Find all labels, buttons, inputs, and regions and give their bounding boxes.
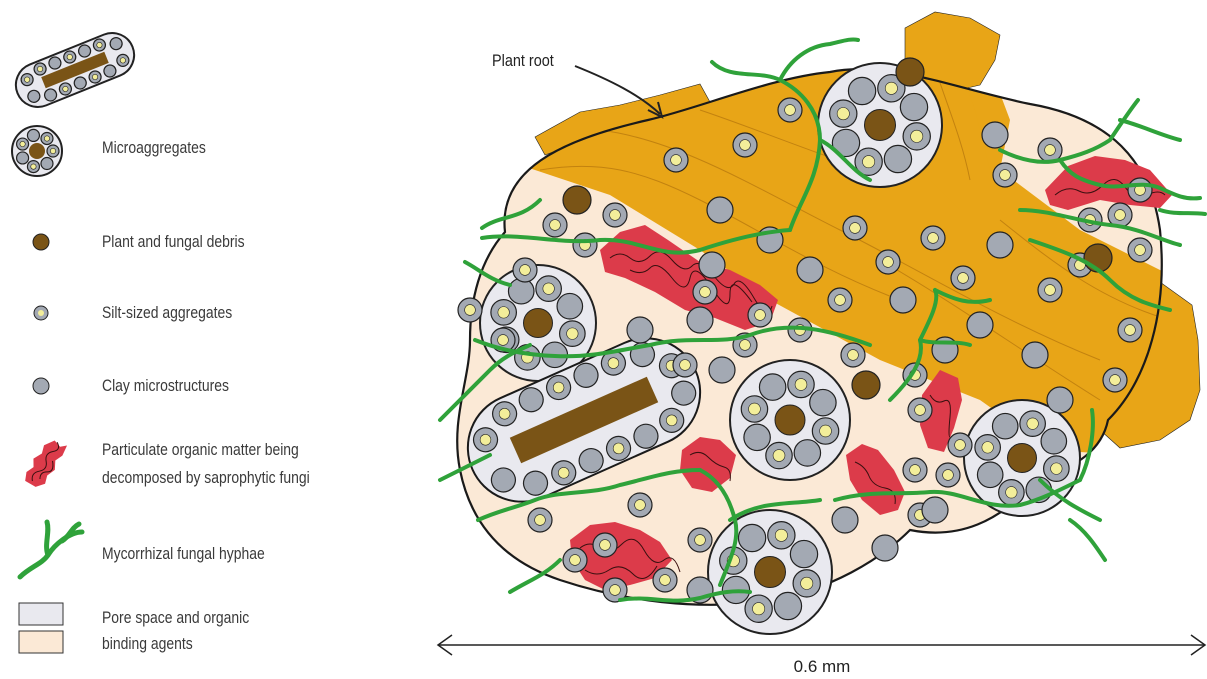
silt-particle	[793, 570, 820, 597]
debris-particle	[896, 58, 924, 86]
clay-particle	[992, 413, 1018, 439]
clay-particle	[1041, 428, 1067, 454]
silt-particle	[560, 321, 586, 347]
clay-particle	[759, 374, 785, 400]
clay-particle	[794, 440, 820, 466]
silt-particle	[536, 276, 562, 302]
clay-particle	[848, 77, 875, 104]
silt-particle	[999, 480, 1025, 506]
silt-particle	[458, 298, 482, 322]
silt-particle	[1044, 456, 1070, 482]
clay-particle	[967, 312, 993, 338]
silt-particle	[876, 250, 900, 274]
silt-particle	[573, 233, 597, 257]
debris-particle	[524, 309, 553, 338]
clay-particle	[977, 462, 1003, 488]
silt-particle	[733, 133, 757, 157]
debris-particle	[755, 557, 786, 588]
silt-particle	[936, 463, 960, 487]
clay-particle	[707, 197, 733, 223]
clay-particle	[699, 252, 725, 278]
silt-particle	[513, 258, 537, 282]
clay-particle	[1022, 342, 1048, 368]
debris-particle	[852, 371, 880, 399]
silt-particle	[841, 343, 865, 367]
silt-particle	[1103, 368, 1127, 392]
silt-particle	[1128, 178, 1152, 202]
clay-particle	[627, 317, 653, 343]
silt-particle	[830, 100, 857, 127]
debris-particle	[563, 186, 591, 214]
clay-particle	[1047, 387, 1073, 413]
debris-particle	[1008, 444, 1037, 473]
silt-particle	[593, 533, 617, 557]
silt-particle	[491, 300, 517, 326]
silt-particle	[1038, 278, 1062, 302]
silt-particle	[903, 458, 927, 482]
silt-particle	[745, 595, 772, 622]
silt-particle	[688, 528, 712, 552]
clay-particle	[557, 293, 583, 319]
silt-particle	[664, 148, 688, 172]
clay-particle	[832, 507, 858, 533]
silt-particle	[812, 418, 838, 444]
clay-particle	[890, 287, 916, 313]
plant-root-label: Plant root	[492, 52, 554, 70]
silt-particle	[903, 123, 930, 150]
silt-particle	[948, 433, 972, 457]
scale-bar-label: 0.6 mm	[794, 657, 851, 676]
scale-bar	[438, 635, 1205, 655]
silt-particle	[1020, 411, 1046, 437]
silt-particle	[628, 493, 652, 517]
silt-particle	[693, 280, 717, 304]
debris-particle	[775, 405, 805, 435]
silt-particle	[975, 435, 1001, 461]
silt-particle	[543, 213, 567, 237]
microaggregate	[818, 63, 942, 187]
clay-particle	[872, 535, 898, 561]
silt-particle	[993, 163, 1017, 187]
silt-particle	[766, 442, 792, 468]
silt-particle	[778, 98, 802, 122]
silt-particle	[528, 508, 552, 532]
clay-particle	[687, 307, 713, 333]
silt-particle	[921, 226, 945, 250]
clay-particle	[810, 389, 836, 415]
debris-particle	[865, 110, 896, 141]
silt-particle	[673, 353, 697, 377]
clay-particle	[922, 497, 948, 523]
silt-particle	[843, 216, 867, 240]
silt-particle	[748, 303, 772, 327]
clay-particle	[738, 524, 765, 551]
silt-particle	[768, 522, 795, 549]
clay-particle	[790, 540, 817, 567]
silt-particle	[603, 203, 627, 227]
clay-particle	[982, 122, 1008, 148]
clay-particle	[884, 145, 911, 172]
silt-particle	[951, 266, 975, 290]
microaggregate	[730, 360, 850, 480]
clay-particle	[797, 257, 823, 283]
clay-particle	[744, 424, 770, 450]
clay-particle	[508, 278, 534, 304]
silt-particle	[908, 398, 932, 422]
silt-particle	[741, 396, 767, 422]
silt-particle	[653, 568, 677, 592]
clay-particle	[709, 357, 735, 383]
silt-particle	[563, 548, 587, 572]
silt-particle	[1118, 318, 1142, 342]
clay-particle	[774, 592, 801, 619]
silt-particle	[1128, 238, 1152, 262]
clay-particle	[987, 232, 1013, 258]
silt-particle	[828, 288, 852, 312]
silt-particle	[788, 371, 814, 397]
clay-particle	[900, 93, 927, 120]
